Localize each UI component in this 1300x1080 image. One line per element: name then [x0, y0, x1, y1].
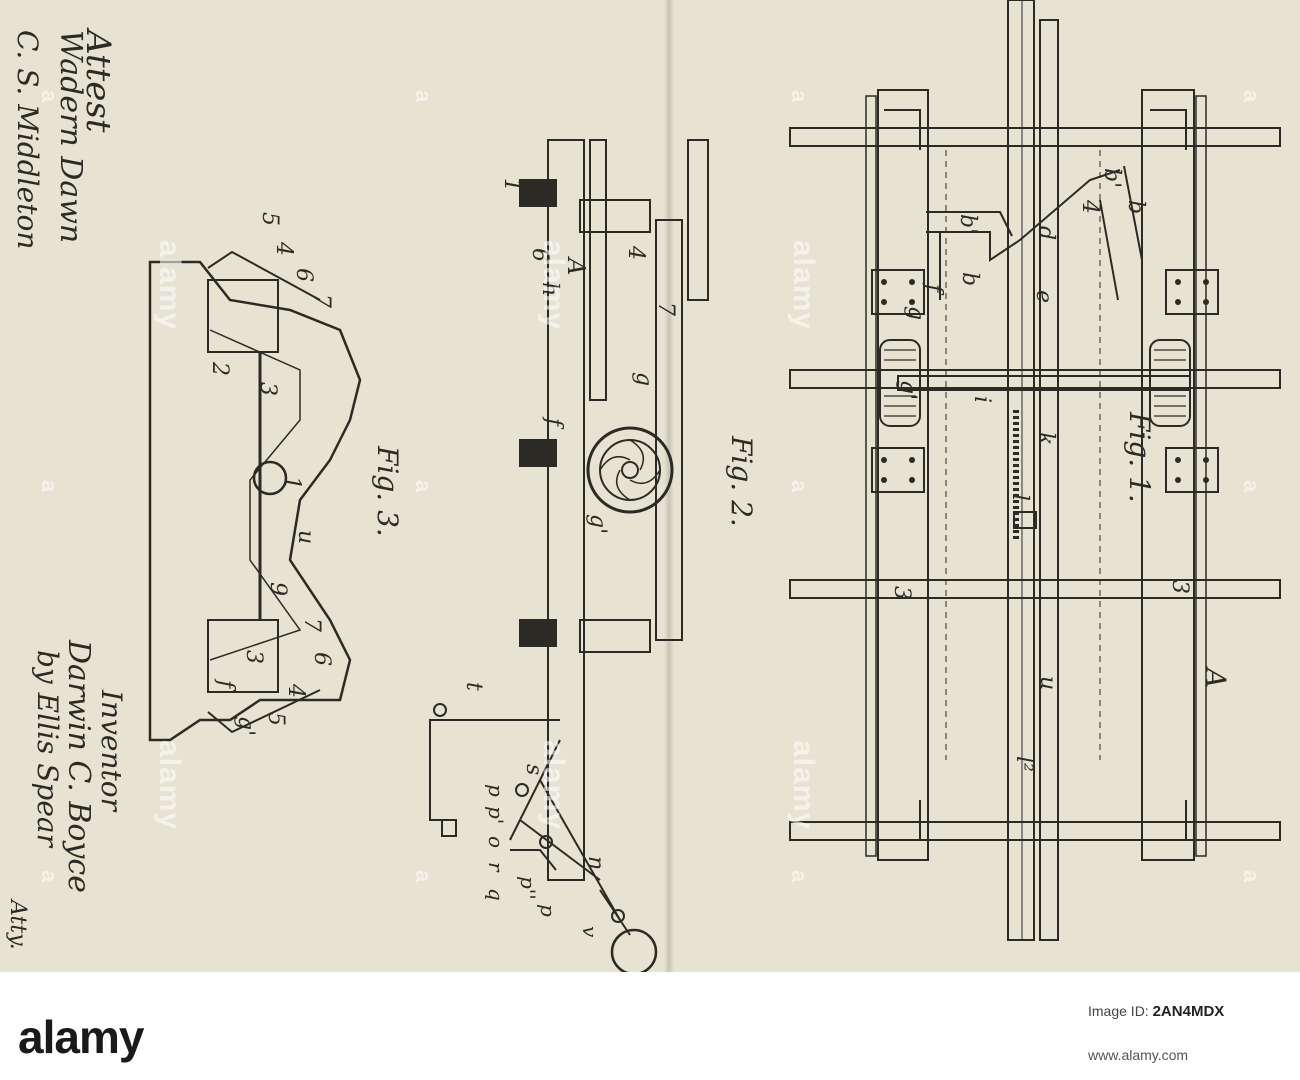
fig2-label: 1 [499, 178, 524, 192]
watermark-letter: a [787, 870, 812, 883]
fig1-label: 3 [1167, 580, 1192, 594]
fig1-label: b [1123, 200, 1148, 215]
fig3-label: 7 [309, 294, 334, 308]
watermark-letter: a [37, 870, 62, 883]
watermark-letter: a [787, 90, 812, 103]
fig3-label: g' [233, 716, 258, 737]
fig2-label: q [484, 888, 508, 901]
fig3-label: u [293, 530, 318, 545]
watermark-letter: a [37, 480, 62, 493]
patent-drawing [148, 0, 1281, 972]
fig1-label: e [1031, 290, 1056, 304]
fig1-label: b' [955, 214, 980, 235]
fig2-label: g [631, 372, 656, 387]
fig1-label: f [921, 284, 946, 293]
watermark: alamy [537, 740, 570, 831]
fig3-label: 5 [257, 212, 282, 226]
image-id: Image ID: 2AN4MDX [1088, 1002, 1224, 1021]
fig1-label: 4 [1077, 200, 1102, 214]
fig1-label: 3 [889, 586, 914, 600]
fig1-label: g [903, 306, 928, 321]
image-id-label: Image ID: [1088, 1003, 1149, 1019]
patent-sheet: Attest Wadern Dawn C. S. Middleton Inven… [0, 0, 1300, 972]
fig2-label: p [536, 904, 560, 917]
fig2-label: p' [484, 806, 508, 825]
watermark-letter: a [411, 90, 436, 103]
attest-witness-2: C. S. Middleton [11, 30, 44, 250]
fig2-label: p'' [516, 876, 540, 900]
watermark: alamy [787, 740, 820, 831]
fig3-drawing [148, 250, 362, 742]
fig3-title: Fig. 3. [371, 446, 404, 537]
fig3-label: f [213, 680, 238, 689]
fig1-label: b [957, 272, 982, 287]
attorney-abbrev: Atty. [5, 900, 30, 950]
inventor-title: Inventor [95, 690, 128, 812]
image-id-value: 2AN4MDX [1152, 1003, 1225, 1020]
fig2-label: g' [585, 514, 610, 535]
watermark-letter: a [37, 90, 62, 103]
fig1-label: u [1035, 676, 1060, 691]
footer-bar [0, 972, 1300, 1080]
watermark-letter: a [1239, 870, 1264, 883]
watermark: alamy [153, 240, 186, 331]
watermark-letter: a [411, 480, 436, 493]
fig3-label: 7 [299, 618, 324, 632]
fig3-label: 3 [255, 382, 280, 396]
fig3-label: 4 [271, 242, 296, 256]
fig1-label: i [969, 396, 994, 404]
fig2-title: Fig. 2. [725, 436, 758, 527]
fig1-label: l [1007, 494, 1032, 502]
fig1-label: b' [1099, 168, 1124, 189]
fig1-label: k [1033, 432, 1058, 446]
fig3-label: 6 [291, 268, 316, 282]
fig3-label: 3 [241, 650, 266, 664]
watermark-letter: a [787, 480, 812, 493]
fig2-label: n [583, 856, 608, 871]
watermark: alamy [537, 240, 570, 331]
fig3-label: 9 [265, 582, 290, 596]
fig1-label: g' [895, 380, 920, 401]
fig1-drawing [789, 0, 1281, 941]
attorney-name: by Ellis Spear [31, 650, 64, 847]
fig2-label: 4 [623, 246, 648, 260]
watermark: alamy [787, 240, 820, 331]
fig2-drawing [429, 139, 709, 972]
fig3-label: 6 [309, 652, 334, 666]
site-url[interactable]: www.alamy.com [1088, 1047, 1189, 1063]
inventor-name: Darwin C. Boyce [61, 640, 96, 893]
alamy-logo[interactable]: alamy [18, 1011, 144, 1063]
fig2-label: 7 [653, 302, 678, 316]
fig2-label: r [484, 862, 508, 872]
fig3-label: 1 [279, 476, 304, 490]
fig1-label: A [1199, 668, 1232, 689]
fig3-label: 2 [207, 362, 232, 376]
fig1-label: d [1033, 226, 1058, 241]
fig2-label: f [541, 418, 566, 427]
attest-witness-1: Wadern Dawn [53, 30, 88, 244]
fig2-label: p [484, 784, 508, 797]
watermark-letter: a [411, 870, 436, 883]
fig2-label: t [461, 682, 486, 691]
watermark-letter: a [1239, 90, 1264, 103]
fig1-title: Fig. 1. [1123, 412, 1156, 503]
fig3-label: 5 [263, 712, 288, 726]
fig2-label: o [484, 836, 508, 849]
fig1-label: l² [1011, 756, 1036, 772]
watermark-letter: a [1239, 480, 1264, 493]
fig2-label: v [578, 926, 602, 938]
fig3-label: 4 [283, 684, 308, 698]
watermark: alamy [153, 740, 186, 831]
